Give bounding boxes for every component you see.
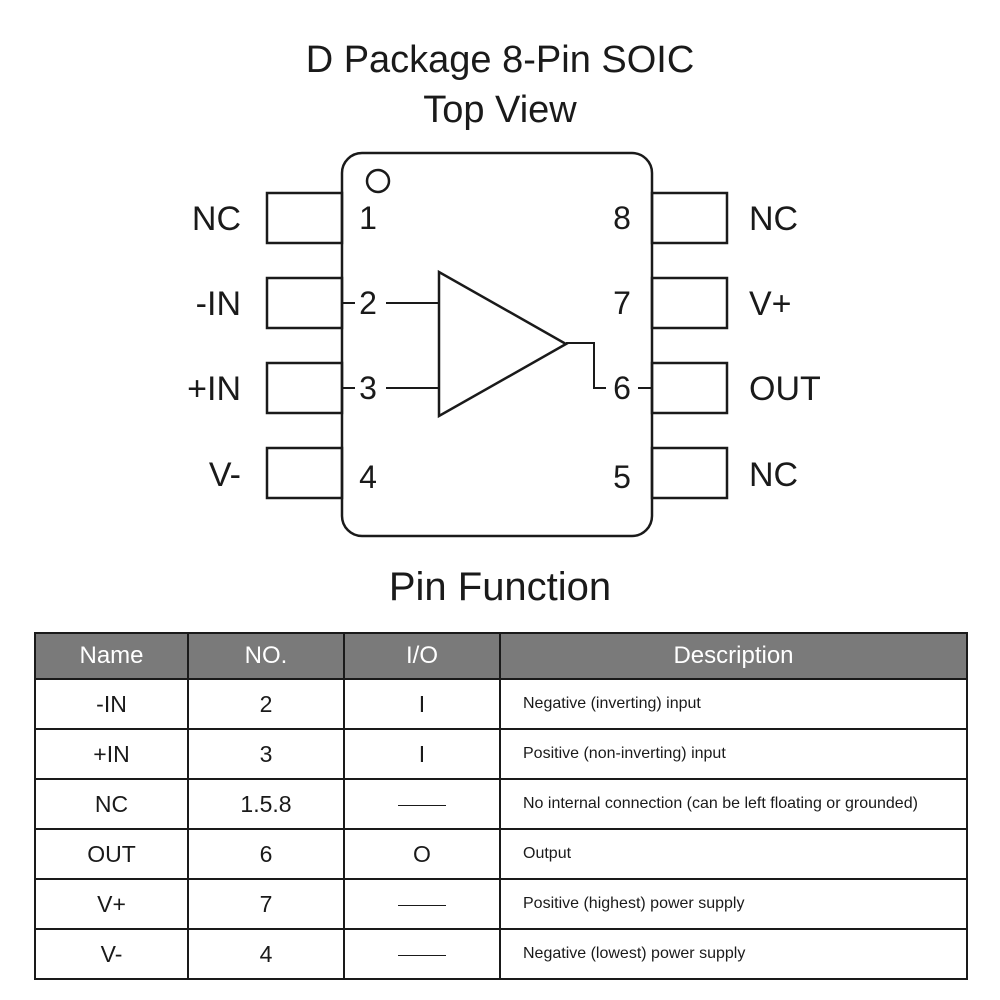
- pin-number-5: 5: [613, 459, 631, 495]
- pin-pad-6: [650, 361, 729, 415]
- table-row: -IN 2 I Negative (inverting) input: [34, 678, 968, 730]
- pin-number-cell: 2: [187, 678, 345, 730]
- pin-pad-1: [265, 191, 344, 245]
- output-wire: [566, 342, 606, 389]
- pin-label-2: -IN: [196, 285, 241, 323]
- pin-number-cell: 3: [187, 728, 345, 780]
- pin-pad-2: [265, 276, 344, 330]
- table-row: V- 4 Negative (lowest) power supply: [34, 928, 968, 980]
- pin-label-8: NC: [749, 200, 798, 238]
- pin-io-none: [398, 904, 446, 906]
- column-header-number: NO.: [187, 632, 345, 680]
- table-row: NC 1.5.8 No internal connection (can be …: [34, 778, 968, 830]
- pin-number-2: 2: [359, 285, 377, 321]
- pin-io-cell: I: [343, 728, 501, 780]
- table-row: V+ 7 Positive (highest) power supply: [34, 878, 968, 930]
- column-header-name: Name: [34, 632, 189, 680]
- pin-name-cell: +IN: [34, 728, 189, 780]
- pin-name-cell: V-: [34, 928, 189, 980]
- pin-pad-7: [650, 276, 729, 330]
- table-row: +IN 3 I Positive (non-inverting) input: [34, 728, 968, 780]
- pin-label-5: NC: [749, 456, 798, 494]
- column-header-description: Description: [499, 632, 968, 680]
- column-header-io: I/O: [343, 632, 501, 680]
- pin-number-cell: 6: [187, 828, 345, 880]
- pin-name-cell: V+: [34, 878, 189, 930]
- pin-pad-3: [265, 361, 344, 415]
- diagram-title-line1: D Package 8-Pin SOIC: [306, 39, 695, 81]
- pin-label-6: OUT: [749, 370, 821, 408]
- pin-number-cell: 1.5.8: [187, 778, 345, 830]
- pin-io-cell: [343, 928, 501, 980]
- pin-number-cell: 7: [187, 878, 345, 930]
- pin-description-cell: Positive (highest) power supply: [499, 878, 968, 930]
- pin-pad-5: [650, 446, 729, 500]
- pin-label-4: V-: [209, 456, 241, 494]
- pin-name-cell: NC: [34, 778, 189, 830]
- pin-description-cell: Positive (non-inverting) input: [499, 728, 968, 780]
- pin-number-cell: 4: [187, 928, 345, 980]
- chip-body: [340, 151, 654, 538]
- pin-io-cell: [343, 778, 501, 830]
- pin1-marker: [365, 168, 391, 194]
- op-amp-triangle: [437, 269, 569, 419]
- section-title: Pin Function: [388, 565, 612, 609]
- pin-number-6: 6: [613, 370, 631, 406]
- pin-label-7: V+: [749, 285, 792, 323]
- pin-number-4: 4: [359, 459, 377, 495]
- pin-description-cell: No internal connection (can be left floa…: [499, 778, 968, 830]
- pin-number-8: 8: [613, 200, 631, 236]
- pin-name-cell: -IN: [34, 678, 189, 730]
- pin-description-cell: Negative (lowest) power supply: [499, 928, 968, 980]
- table-row: OUT 6 O Output: [34, 828, 968, 880]
- pin-name-cell: OUT: [34, 828, 189, 880]
- pin-pad-4: [265, 446, 344, 500]
- pin-number-7: 7: [613, 285, 631, 321]
- pin-io-cell: O: [343, 828, 501, 880]
- pin-io-cell: [343, 878, 501, 930]
- pin-pad-8: [650, 191, 729, 245]
- pin-label-3: +IN: [187, 370, 241, 408]
- pin-description-cell: Output: [499, 828, 968, 880]
- pin-io-cell: I: [343, 678, 501, 730]
- pin-number-1: 1: [359, 200, 377, 236]
- diagram-title-line2: Top View: [423, 89, 577, 131]
- pin-label-1: NC: [192, 200, 241, 238]
- pin-number-3: 3: [359, 370, 377, 406]
- pin-description-cell: Negative (inverting) input: [499, 678, 968, 730]
- soic-pinout-diagram: D Package 8-Pin SOIC Top View NC -IN +IN…: [187, 39, 821, 538]
- table-header-row: Name NO. I/O Description: [34, 632, 968, 680]
- pin-io-none: [398, 954, 446, 956]
- pin-function-table: Name NO. I/O Description -IN 2 I Negativ…: [34, 632, 968, 980]
- pin-io-none: [398, 804, 446, 806]
